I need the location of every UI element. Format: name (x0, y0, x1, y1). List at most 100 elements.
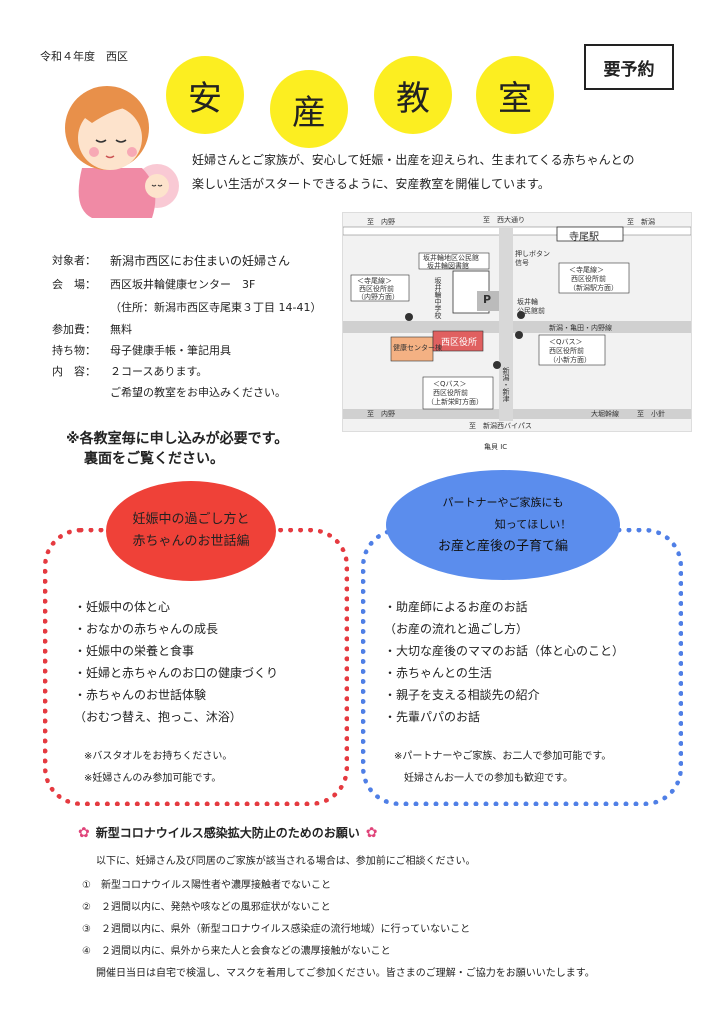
map-label: 新潟・亀田・内野線 (549, 324, 612, 332)
info-value: 無料 (110, 323, 132, 336)
list-item: ・親子を支える相談先の紹介 (384, 688, 540, 702)
info-label: 参加費： (52, 323, 96, 336)
map-label: ＜寺尾線＞ (569, 266, 604, 274)
course-2-title-line-2: 知ってほしい！ (494, 518, 572, 531)
map-label: （上新栄町方面） (427, 398, 483, 406)
list-item: ・赤ちゃんのお世話体験 (74, 688, 207, 702)
map-label: 健康センター棟 (393, 344, 442, 352)
info-value: 新潟市西区にお住まいの妊婦さん (110, 254, 291, 268)
list-item: ・助産師によるお産のお話 (384, 600, 528, 614)
map-label: 至 新潟 (627, 218, 655, 226)
covid-item-2: ② ２週間以内に、発熱や咳などの風邪症状がないこと (82, 902, 331, 913)
course-1-list: ・妊娠中の体と心 ・おなかの赤ちゃんの成長 ・妊娠中の栄養と食事 ・妊婦と赤ちゃ… (74, 596, 278, 728)
covid-intro: 以下に、妊婦さん及び同居のご家族が該当される場合は、参加前にご相談ください。 (96, 856, 476, 867)
map-label: ＜Qバス＞ (549, 338, 583, 346)
intro-text: 妊婦さんとご家族が、安心して妊娠・出産を迎えられ、生まれてくる赤ちゃんとの 楽し… (192, 148, 682, 196)
map-label: （新潟駅方面） (569, 284, 618, 292)
covid-footer: 開催日当日は自宅で検温し、マスクを着用してご参加ください。皆さまのご理解・ご協力… (96, 968, 595, 979)
map-label: 坂井輪中学校 (434, 277, 442, 319)
intro-line-1: 妊婦さんとご家族が、安心して妊娠・出産を迎えられ、生まれてくる赤ちゃんとの (192, 153, 635, 167)
info-row-apply: ご希望の教室をお申込みください。 (52, 384, 286, 400)
info-value: 母子健康手帳・筆記用具 (110, 344, 231, 357)
course-2-title: パートナーやご家族にも 知ってほしい！ お産と産後の子育て編 (386, 470, 620, 580)
access-map: 至 内野 至 西大通り 至 新潟 寺尾駅 押しボタン 信号 坂井輪地区公民館 坂… (342, 212, 692, 432)
info-row-fee: 参加費： 無料 (52, 321, 132, 337)
course-1-note-2: ※妊婦さんのみ参加可能です。 (84, 773, 222, 784)
map-label: 西区役所前 (433, 389, 468, 397)
list-item: （お産の流れと過ごし方） (384, 622, 529, 636)
title-char-3: 教 (374, 56, 452, 134)
map-label: 亀貝 IC (484, 443, 508, 451)
info-row-address: （住所：新潟市西区寺尾東３丁目 14-41） (52, 299, 321, 315)
map-label: ＜Qバス＞ (433, 380, 467, 388)
course-1-note-1: ※バスタオルをお持ちください。 (84, 751, 233, 762)
map-label: 至 小針 (637, 410, 665, 418)
info-label: 内 容： (52, 365, 96, 378)
map-label: ＜寺尾線＞ (357, 277, 392, 285)
list-item: （おむつ替え、抱っこ、沐浴） (74, 710, 242, 724)
list-item: ・妊娠中の体と心 (74, 600, 171, 614)
info-value: 西区坂井輪健康センター 3F (110, 278, 256, 291)
title-char-1: 安 (166, 56, 244, 134)
header-year: 令和４年度 西区 (40, 50, 128, 63)
map-label-station: 寺尾駅 (569, 232, 599, 243)
flower-icon: ✿ (365, 824, 378, 841)
info-row-venue: 会 場： 西区坂井輪健康センター 3F (52, 276, 255, 292)
list-item: ・おなかの赤ちゃんの成長 (74, 622, 219, 636)
covid-heading: ✿ 新型コロナウイルス感染拡大防止のためのお願い ✿ (78, 824, 377, 841)
map-label: 坂井輪地区公民館 (423, 254, 479, 262)
info-row-target: 対象者： 新潟市西区にお住まいの妊婦さん (52, 252, 290, 269)
info-row-items: 持ち物： 母子健康手帳・筆記用具 (52, 342, 231, 358)
notice-line-2: 裏面をご覧ください。 (84, 451, 224, 467)
map-label: 至 内野 (367, 410, 395, 418)
map-label: 坂井輪 (517, 298, 538, 306)
map-label: 新潟・新津 (502, 367, 510, 402)
intro-line-2: 楽しい生活がスタートできるように、安産教室を開催しています。 (192, 177, 550, 191)
map-label: 西区役所前 (571, 275, 606, 283)
info-label (52, 299, 110, 315)
info-value: （住所：新潟市西区寺尾東３丁目 14-41） (110, 301, 322, 314)
info-value: ２コースあります。 (110, 365, 208, 378)
map-label: 信号 (515, 259, 529, 267)
info-label (52, 384, 110, 400)
course-2-list: ・助産師によるお産のお話 （お産の流れと過ごし方） ・大切な産後のママのお話（体… (384, 596, 624, 728)
info-row-content: 内 容： ２コースあります。 (52, 363, 207, 379)
map-label: 押しボタン (515, 250, 550, 258)
flower-icon: ✿ (78, 824, 90, 841)
course-2-note-1: ※パートナーやご家族、お二人で参加可能です。 (394, 751, 612, 762)
covid-title: 新型コロナウイルス感染拡大防止のためのお願い (95, 826, 360, 840)
covid-item-1: ① 新型コロナウイルス陽性者や濃厚接触者でないこと (82, 880, 331, 891)
reservation-required-badge: 要予約 (584, 44, 674, 90)
course-2-title-line-1: パートナーやご家族にも (442, 496, 564, 509)
map-label: （小新方面） (549, 356, 591, 364)
list-item: ・妊娠中の栄養と食事 (74, 644, 195, 658)
notice-line-1: ※各教室毎に申し込みが必要です。 (66, 431, 289, 447)
map-label: 至 西大通り (483, 216, 525, 224)
map-label: 至 内野 (367, 218, 395, 226)
map-label: （内野方面） (357, 293, 399, 301)
map-label: 大堀幹線 (591, 410, 619, 418)
course-1-title: 妊娠中の過ごし方と 赤ちゃんのお世話編 (106, 481, 276, 581)
map-label: 公民館前 (517, 307, 545, 315)
map-label-parking: P (483, 293, 492, 306)
title-char-2: 産 (270, 70, 348, 148)
title-char-4: 室 (476, 56, 554, 134)
course-1-title-line-2: 赤ちゃんのお世話編 (132, 534, 250, 549)
covid-item-3: ③ ２週間以内に、県外（新型コロナウイルス感染症の流行地域）に行っていないこと (82, 924, 471, 935)
list-item: ・妊婦と赤ちゃんのお口の健康づくり (74, 666, 279, 680)
info-value: ご希望の教室をお申込みください。 (110, 386, 286, 399)
map-label: 西区役所前 (359, 285, 394, 293)
course-1-title-line-1: 妊娠中の過ごし方と (132, 512, 250, 527)
info-label: 持ち物： (52, 344, 96, 357)
map-label: 西区役所 (441, 338, 478, 348)
course-2-title-line-3: お産と産後の子育て編 (437, 539, 568, 554)
info-label: 会 場： (52, 278, 96, 291)
list-item: ・先輩パパのお話 (384, 710, 481, 724)
info-label: 対象者： (52, 254, 96, 267)
list-item: ・赤ちゃんとの生活 (384, 666, 492, 680)
course-2-note-2: 妊婦さんお一人での参加も歓迎です。 (404, 773, 573, 784)
map-label: 西区役所前 (549, 347, 584, 355)
list-item: ・大切な産後のママのお話（体と心のこと） (384, 644, 625, 658)
map-label: 坂井輪図書館 (427, 262, 469, 270)
covid-item-4: ④ ２週間以内に、県外から来た人と会食などの濃厚接触がないこと (82, 946, 391, 957)
